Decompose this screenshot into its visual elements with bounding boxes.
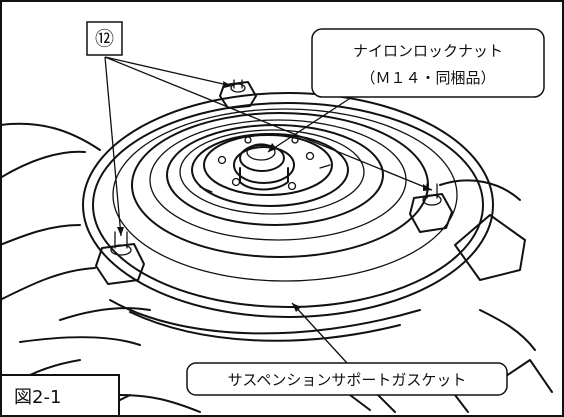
gasket-leader-arrow bbox=[292, 303, 301, 312]
part-number-box bbox=[86, 21, 123, 56]
center-nut bbox=[233, 143, 295, 191]
body-contours bbox=[0, 122, 553, 416]
bolt-nut-right bbox=[409, 183, 453, 233]
nut-callout-line2: （Ｍ１４・同梱品） bbox=[360, 69, 495, 87]
nut-leader bbox=[267, 96, 353, 153]
gasket-callout-box bbox=[186, 362, 508, 396]
top-plate bbox=[199, 134, 333, 196]
nut-leader-arrow bbox=[268, 143, 277, 152]
figure-label-box bbox=[0, 374, 120, 417]
nut-callout-box bbox=[311, 28, 545, 98]
bolt-nut-left bbox=[95, 231, 145, 285]
support-rings bbox=[82, 92, 494, 342]
nut-callout-line1: ナイロンロックナット bbox=[353, 42, 503, 60]
bolt-nut-top bbox=[219, 79, 257, 109]
part-number-leaders bbox=[104, 56, 433, 237]
figure-label: 図2-1 bbox=[14, 387, 61, 408]
gasket-leader bbox=[291, 302, 348, 364]
part-number-label: ⑫ bbox=[95, 28, 114, 50]
gasket-callout-label: サスペンションサポートガスケット bbox=[228, 371, 467, 389]
